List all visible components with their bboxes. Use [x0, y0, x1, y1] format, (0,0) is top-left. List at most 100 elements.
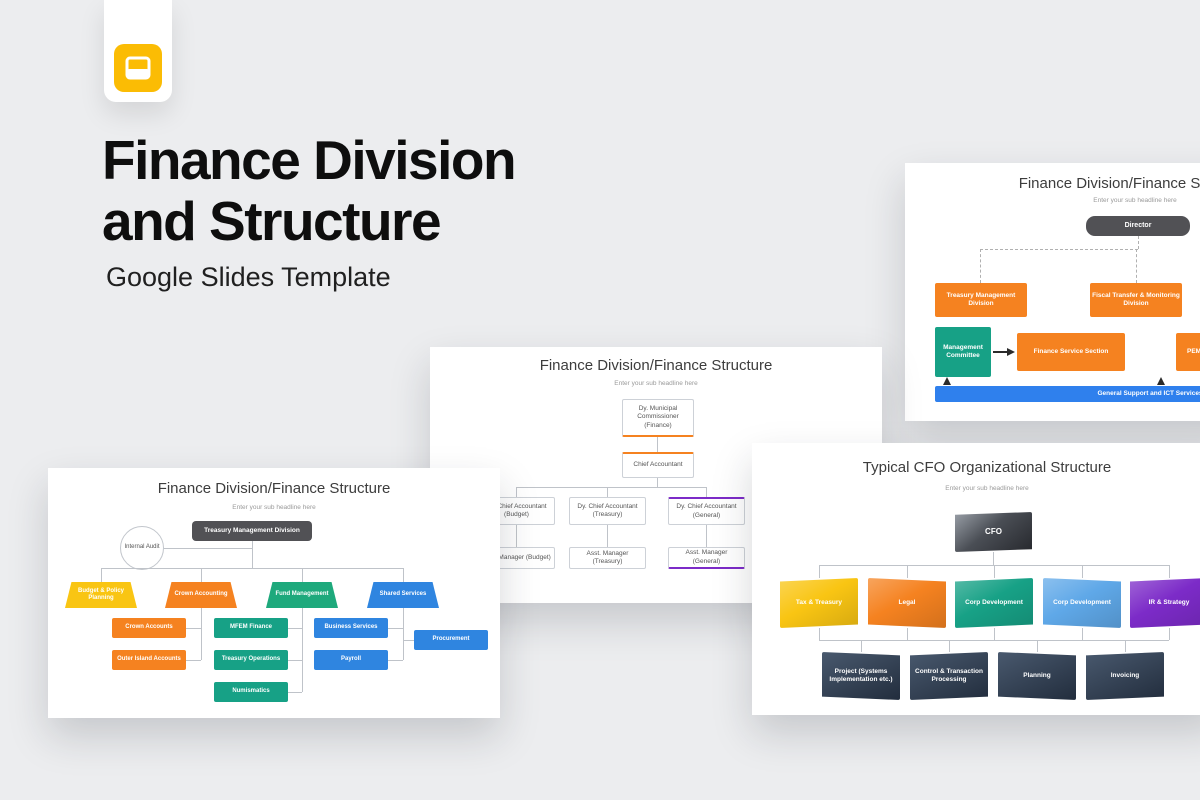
org-node-dy-chief-accountant-treasury: Dy. Chief Accountant (Treasury)	[569, 497, 646, 525]
arrow-right-icon	[1007, 348, 1015, 356]
google-slides-icon	[114, 44, 162, 92]
connector-line	[516, 487, 707, 488]
org-node-pems-development: PEMS System Development	[1176, 333, 1200, 371]
connector-line	[1037, 640, 1038, 652]
connector-line	[819, 565, 820, 578]
arrow-up-icon	[943, 377, 951, 385]
connector-line	[1169, 628, 1170, 640]
slide-title: Finance Division/Finance Structure	[157, 480, 391, 497]
org-node-numismatics: Numismatics	[214, 682, 288, 702]
connector-line	[1136, 249, 1137, 283]
connector-line	[403, 568, 404, 582]
connector-line	[819, 640, 1169, 641]
slide-subtitle: Enter your sub headline here	[945, 485, 1029, 492]
slide-subtitle: Enter your sub headline here	[614, 380, 698, 387]
connector-line	[657, 437, 658, 452]
org-node-director: Director	[1086, 216, 1190, 236]
arrow-stem	[993, 351, 1008, 353]
connector-line	[403, 640, 414, 641]
connector-line	[302, 568, 303, 582]
org-node-corp-development-2: Corp Development	[1043, 578, 1121, 628]
org-node-chief-accountant: Chief Accountant	[622, 452, 694, 478]
connector-line	[252, 541, 253, 568]
slide-subtitle: Enter your sub headline here	[232, 504, 316, 511]
org-node-crown-accounts: Crown Accounts	[112, 618, 186, 638]
connector-line	[302, 608, 303, 692]
org-node-treasury-management-division: Treasury Management Division	[935, 283, 1027, 317]
connector-line	[907, 565, 908, 578]
slide-treasury-structure: Finance Division/Finance Structure Enter…	[48, 468, 500, 718]
connector-line	[186, 628, 201, 629]
connector-line	[861, 640, 862, 652]
org-node-finance-service-section: Finance Service Section	[1017, 333, 1125, 371]
connector-line	[993, 552, 994, 565]
connector-line	[1125, 640, 1126, 652]
org-node-fund-management: Fund Management	[266, 582, 338, 608]
org-node-ir-strategy: IR & Strategy	[1130, 578, 1200, 628]
org-node-shared-services: Shared Services	[367, 582, 439, 608]
org-node-tax-treasury: Tax & Treasury	[780, 578, 858, 628]
connector-line	[706, 487, 707, 497]
org-node-outer-island-accounts: Outer Island Accounts	[112, 650, 186, 670]
org-node-mfem-finance: MFEM Finance	[214, 618, 288, 638]
connector-line	[819, 628, 820, 640]
org-node-procurement: Procurement	[414, 630, 488, 650]
slide-title: Finance Division/Finance Structure	[539, 357, 773, 374]
org-node-fiscal-transfer-division: Fiscal Transfer & Monitoring Division	[1090, 283, 1182, 317]
slide-title: Finance Division/Finance Structure	[1018, 175, 1200, 192]
connector-line	[516, 525, 517, 547]
connector-line	[949, 640, 950, 652]
page-title: Finance Division and Structure	[102, 129, 517, 253]
connector-line	[388, 660, 403, 661]
org-node-crown-accounting: Crown Accounting	[165, 582, 237, 608]
connector-line	[403, 608, 404, 660]
google-slides-card	[104, 0, 172, 102]
connector-line	[607, 487, 608, 497]
slide-title: Typical CFO Organizational Structure	[862, 459, 1112, 476]
connector-line	[607, 525, 608, 547]
org-node-project-systems: Project (Systems Implementation etc.)	[822, 652, 900, 700]
arrow-up-icon	[1157, 377, 1165, 385]
page-title-line2: and Structure	[102, 190, 442, 253]
connector-line	[706, 525, 707, 547]
connector-line	[907, 628, 908, 640]
page-title-line1: Finance Division	[102, 129, 517, 191]
connector-line	[980, 249, 981, 283]
org-node-management-committee: Management Committee	[935, 327, 991, 377]
connector-line	[164, 548, 252, 549]
org-node-general-support-bar: General Support and ICT Services	[935, 386, 1200, 402]
org-node-corp-development-1: Corp Development	[955, 578, 1033, 628]
org-node-business-services: Business Services	[314, 618, 388, 638]
connector-line	[388, 628, 403, 629]
org-node-cfo: CFO	[955, 512, 1032, 552]
slide-subtitle: Enter your sub headline here	[1093, 197, 1177, 204]
org-node-dy-municipal-commissioner: Dy. Municipal Commissioner (Finance)	[622, 399, 694, 437]
slide-cfo-structure: Typical CFO Organizational Structure Ent…	[752, 443, 1200, 715]
page-subtitle: Google Slides Template	[106, 262, 391, 292]
connector-line	[101, 568, 404, 569]
connector-line	[994, 565, 995, 578]
org-node-treasury-operations: Treasury Operations	[214, 650, 288, 670]
connector-line	[1169, 565, 1170, 578]
connector-line	[288, 660, 302, 661]
connector-line	[516, 487, 517, 497]
slide-director-structure: Finance Division/Finance Structure Enter…	[905, 163, 1200, 421]
slides-glyph	[125, 56, 151, 80]
org-node-legal: Legal	[868, 578, 946, 628]
org-node-dy-chief-accountant-general: Dy. Chief Accountant (General)	[668, 497, 745, 525]
org-node-internal-audit: Internal Audit	[120, 526, 164, 570]
org-node-invoicing: Invoicing	[1086, 652, 1164, 700]
org-node-planning: Planning	[998, 652, 1076, 700]
connector-line	[1082, 565, 1083, 578]
connector-line	[186, 660, 201, 661]
connector-line	[288, 628, 302, 629]
connector-line	[201, 608, 202, 660]
connector-line	[288, 692, 302, 693]
connector-line	[1082, 628, 1083, 640]
org-node-budget-policy-planning: Budget & Policy Planning	[65, 582, 137, 608]
org-node-asst-manager-treasury: Asst. Manager (Treasury)	[569, 547, 646, 569]
connector-line	[657, 478, 658, 487]
connector-line	[994, 628, 995, 640]
org-node-control-transaction: Control & Transaction Processing	[910, 652, 988, 700]
